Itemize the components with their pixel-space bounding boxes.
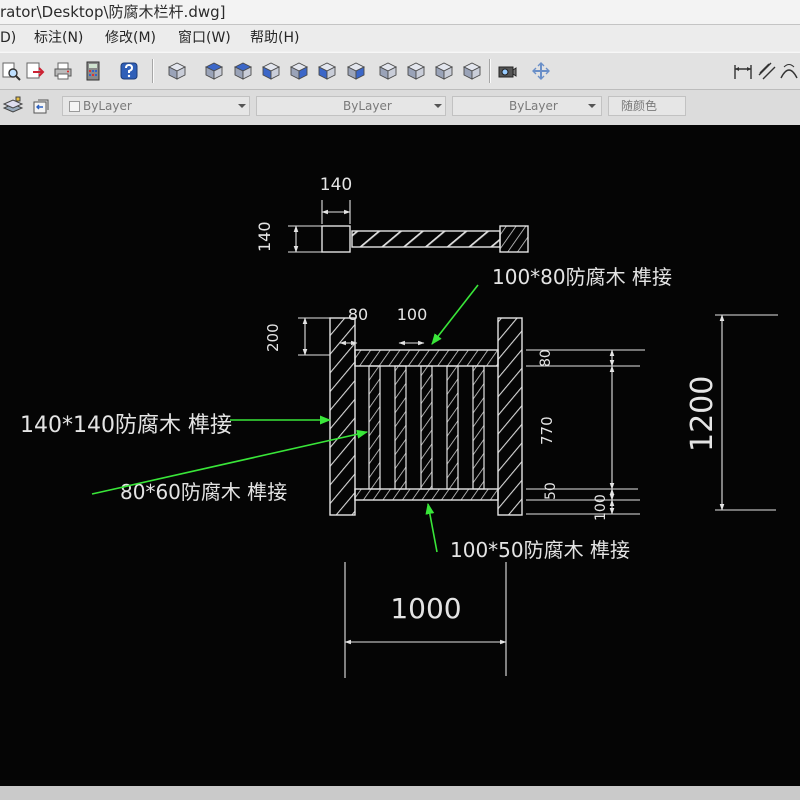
bottom-rail-label: 100*50防腐木 榫接 xyxy=(450,538,630,562)
arc-length-icon[interactable] xyxy=(778,60,800,82)
baluster xyxy=(472,365,485,490)
toolbar-separator xyxy=(489,59,491,83)
color-dropdown-value: ByLayer xyxy=(83,99,132,113)
total-width-dimension: 1000 xyxy=(390,592,461,625)
leader-arrow xyxy=(425,502,438,553)
drawing-canvas[interactable]: 140 140 xyxy=(0,125,800,786)
title-bar: rator\Desktop\防腐木栏杆.dwg] xyxy=(0,0,800,25)
baluster xyxy=(420,365,433,490)
menu-item-dimension[interactable]: 标注(N) xyxy=(34,30,84,46)
pan-icon[interactable] xyxy=(530,60,552,82)
layer-properties-icon[interactable] xyxy=(2,95,24,117)
baluster xyxy=(368,365,381,490)
plan-width-dimension: 140 xyxy=(320,175,352,195)
window-title: rator\Desktop\防腐木栏杆.dwg] xyxy=(0,3,226,21)
plot-icon[interactable] xyxy=(52,60,74,82)
chevron-down-icon[interactable] xyxy=(433,101,443,111)
named-views-icon[interactable] xyxy=(166,60,188,82)
nw-isometric-icon[interactable] xyxy=(461,60,483,82)
plan-post-left xyxy=(321,225,351,253)
publish-icon[interactable] xyxy=(24,60,46,82)
ne-isometric-icon[interactable] xyxy=(433,60,455,82)
back-view-icon[interactable] xyxy=(345,60,367,82)
color-dropdown[interactable]: ByLayer xyxy=(62,96,250,116)
camera-icon[interactable] xyxy=(496,60,518,82)
linear-dimension-icon[interactable] xyxy=(732,60,754,82)
menu-item-window[interactable]: 窗口(W) xyxy=(178,30,231,46)
menu-item-help[interactable]: 帮助(H) xyxy=(250,30,300,46)
plan-view: 140 140 xyxy=(255,175,529,253)
calculator-icon[interactable] xyxy=(82,60,104,82)
bottom-view-icon[interactable] xyxy=(232,60,254,82)
plot-style-dropdown[interactable]: 随颜色 xyxy=(608,96,686,116)
chevron-down-icon[interactable] xyxy=(237,101,247,111)
plan-post-right xyxy=(499,225,529,253)
leader-arrow xyxy=(91,429,369,495)
baluster-spacing-dimension: 100 xyxy=(397,305,428,324)
menu-item-modify[interactable]: 修改(M) xyxy=(105,30,157,46)
menu-item-draw[interactable]: D) xyxy=(0,30,17,46)
post-top-dimension: 200 xyxy=(264,323,282,352)
baluster xyxy=(446,365,459,490)
elevation-post-left xyxy=(329,317,356,516)
aligned-dimension-icon[interactable] xyxy=(756,60,778,82)
plot-style-dropdown-value: 随颜色 xyxy=(621,99,658,113)
help-icon[interactable] xyxy=(118,60,140,82)
baluster-height-dimension: 770 xyxy=(538,416,556,445)
toolbar-separator xyxy=(152,59,154,83)
annotations: 100*80防腐木 榫接 140*140防腐木 榫接 80*60防腐木 榫接 1… xyxy=(20,265,672,562)
status-bar xyxy=(0,786,800,800)
right-view-icon[interactable] xyxy=(288,60,310,82)
standard-toolbar xyxy=(0,52,800,90)
se-isometric-icon[interactable] xyxy=(405,60,427,82)
baluster xyxy=(394,365,407,490)
plan-depth-dimension: 140 xyxy=(255,221,274,252)
color-swatch xyxy=(69,101,80,112)
total-height-dimension: 1200 xyxy=(685,376,720,452)
print-preview-icon[interactable] xyxy=(0,60,22,82)
linetype-dropdown-value: ByLayer xyxy=(343,99,392,113)
leader-arrow xyxy=(431,284,479,345)
plan-top-rail xyxy=(351,230,501,248)
left-view-icon[interactable] xyxy=(260,60,282,82)
post-width-dimension: 80 xyxy=(348,305,368,324)
elevation-post-right xyxy=(497,317,523,516)
layer-previous-icon[interactable] xyxy=(30,95,52,117)
bottom-rail-dimension: 50 xyxy=(543,482,559,500)
baluster-label: 80*60防腐木 榫接 xyxy=(120,480,287,504)
chevron-down-icon[interactable] xyxy=(587,101,597,111)
top-rail-dimension: 80 xyxy=(538,349,554,367)
elevation-top-rail xyxy=(354,349,499,367)
top-view-icon[interactable] xyxy=(203,60,225,82)
post-label: 140*140防腐木 榫接 xyxy=(20,413,232,438)
lineweight-dropdown-value: ByLayer xyxy=(509,99,558,113)
elevation-view: 200 80 100 80 770 50 100 xyxy=(264,305,778,678)
elevation-bottom-rail xyxy=(354,488,499,501)
sw-isometric-icon[interactable] xyxy=(377,60,399,82)
front-view-icon[interactable] xyxy=(316,60,338,82)
properties-toolbar: ByLayer ByLayer ByLayer 随颜色 xyxy=(0,90,800,125)
bottom-gap-dimension: 100 xyxy=(593,494,609,521)
menu-bar: D) 标注(N) 修改(M) 窗口(W) 帮助(H) xyxy=(0,25,800,51)
drawing-area[interactable]: 140 140 xyxy=(0,125,800,786)
linetype-dropdown[interactable]: ByLayer xyxy=(256,96,446,116)
lineweight-dropdown[interactable]: ByLayer xyxy=(452,96,602,116)
top-rail-label: 100*80防腐木 榫接 xyxy=(492,265,672,289)
